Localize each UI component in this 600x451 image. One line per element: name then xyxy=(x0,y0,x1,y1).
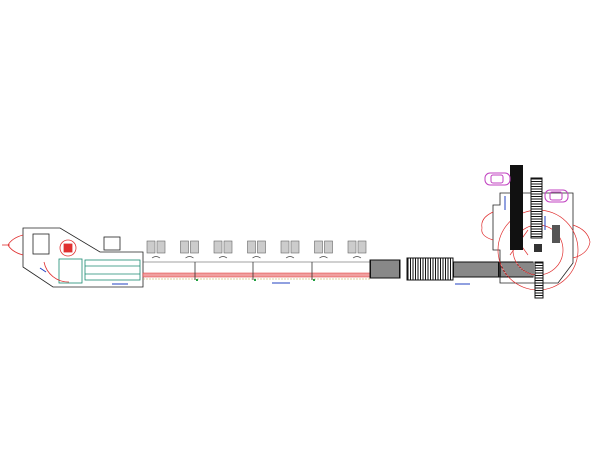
left-door-unit xyxy=(103,236,121,251)
vehicle-cabin xyxy=(549,191,563,201)
part-rack xyxy=(552,225,560,243)
sensor-marker xyxy=(196,279,198,281)
vertical-conveyor-main xyxy=(510,165,523,250)
workstation xyxy=(180,240,199,259)
right-robot-cell xyxy=(492,192,574,284)
vehicle-body xyxy=(544,189,569,203)
workstation-rack xyxy=(146,240,156,254)
workstation-rack xyxy=(290,240,300,254)
operator-icon xyxy=(185,256,194,259)
left-door-arc xyxy=(7,234,24,256)
left-robot-cell xyxy=(22,227,144,288)
operator-icon xyxy=(352,256,362,259)
operator-icon xyxy=(252,256,261,259)
workstation xyxy=(347,240,367,259)
flow-arrow xyxy=(39,267,47,273)
operator-icon xyxy=(218,256,228,259)
conveyor-dividers xyxy=(194,262,315,281)
conveyor-frame xyxy=(530,177,543,239)
workstation xyxy=(213,240,233,259)
workstation-rack xyxy=(347,240,357,254)
workstation xyxy=(280,240,300,259)
roller-conveyors xyxy=(369,257,534,281)
vehicle-top-left xyxy=(484,172,511,186)
workstation-rack xyxy=(324,240,333,254)
left-robot-reach xyxy=(59,239,77,257)
workstation-rack xyxy=(314,240,323,254)
infeed-frame xyxy=(84,259,141,281)
operator-icon xyxy=(285,256,295,259)
left-safety-zones xyxy=(2,234,77,283)
main-conveyor xyxy=(142,261,371,280)
outfeed-conveyor xyxy=(534,261,544,299)
workstations xyxy=(146,240,367,259)
operator-icon xyxy=(319,256,328,259)
workstation xyxy=(146,240,166,259)
left-cell-fixture xyxy=(58,258,83,284)
workstation-rack xyxy=(190,240,199,254)
right-cell-outline xyxy=(492,192,574,284)
workstation xyxy=(247,240,266,259)
left-robot-sweep xyxy=(43,261,70,283)
vehicle-cabin xyxy=(490,174,504,184)
workstation-rack xyxy=(357,240,367,254)
right-door-arc xyxy=(572,224,591,259)
left-pallet-area xyxy=(32,233,50,255)
left-robot-base xyxy=(63,243,73,253)
robot-base xyxy=(534,244,542,252)
sensor-marker xyxy=(254,279,256,281)
workstation-rack xyxy=(156,240,166,254)
workstation-rack xyxy=(180,240,189,254)
operator-icon xyxy=(151,256,161,259)
left-cell-outline xyxy=(22,227,144,288)
workstation-rack xyxy=(257,240,266,254)
workstation xyxy=(314,240,333,259)
sensor-marker xyxy=(313,279,315,281)
conveyor-red-band xyxy=(142,272,371,278)
workstation-rack xyxy=(247,240,256,254)
right-left-door-arc xyxy=(481,211,494,241)
workstation-rack xyxy=(280,240,290,254)
vertical-conveyor-secondary xyxy=(530,177,543,239)
vehicle-right xyxy=(544,189,569,203)
left-infeed-conveyor xyxy=(84,259,141,281)
workstation-rack xyxy=(213,240,223,254)
workstation-rack xyxy=(223,240,233,254)
vehicle-body xyxy=(484,172,511,186)
